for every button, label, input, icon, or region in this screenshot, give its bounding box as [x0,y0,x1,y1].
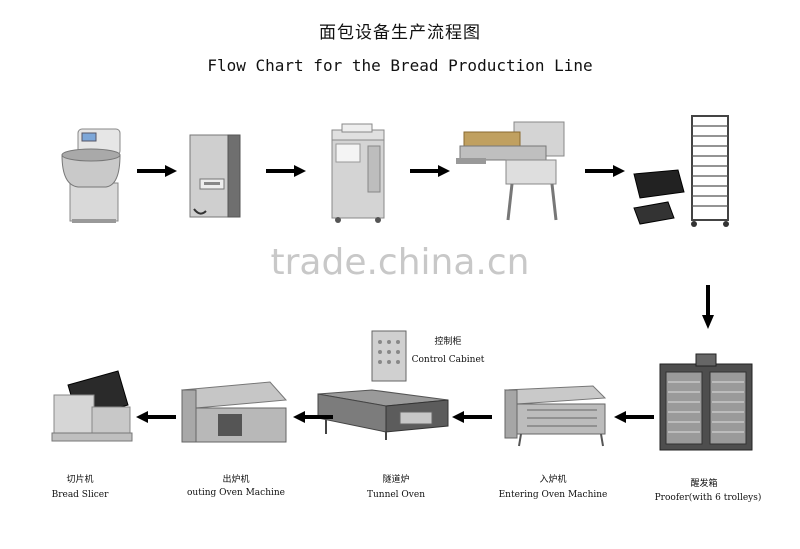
entering-oven-machine-label-en: Entering Oven Machine [498,490,608,500]
outing-oven-machine-icon [181,381,288,443]
proofer-icon [659,353,753,451]
outing-oven-machine-label-en: outing Oven Machine [187,488,285,498]
dough-divider-icon [189,134,241,218]
control-cabinet-icon [371,330,407,382]
control-cabinet-label-en: Control Cabinet [411,355,485,365]
arrow-right-1 [137,165,177,177]
proofer-label-cn: 醒发箱 [690,479,718,489]
proofer-label-en: Proofer(with 6 trolleys) [654,493,762,503]
arrow-right-3 [410,165,450,177]
arrow-down [702,285,714,329]
arrow-left-4 [136,411,176,423]
arrow-right-4 [585,165,625,177]
title-english: Flow Chart for the Bread Production Line [207,56,593,75]
watermark: trade.china.cn [270,242,530,283]
tunnel-oven-label-en: Tunnel Oven [366,490,426,500]
arrow-right-2 [266,165,306,177]
moulder-icon [456,121,565,221]
tunnel-oven-icon [317,389,449,440]
entering-oven-machine-label-cn: 入炉机 [539,475,567,485]
tunnel-oven-label-cn: 隧道炉 [382,475,410,485]
arrow-left-3 [293,411,333,423]
spiral-mixer-icon [61,128,121,223]
bread-slicer-label-en: Bread Slicer [51,490,109,500]
bread-slicer-icon [51,370,133,442]
outing-oven-machine-label-cn: 出炉机 [222,475,250,485]
arrow-left-1 [614,411,654,423]
baking-pans-and-trolley-icon [633,115,729,227]
control-cabinet-label-cn: 控制柜 [434,337,462,347]
bread-slicer-label-cn: 切片机 [66,475,94,485]
arrow-left-2 [452,411,492,423]
entering-oven-machine-icon [503,385,607,447]
dough-rounder-icon [331,123,385,223]
title-chinese: 面包设备生产流程图 [319,23,481,43]
